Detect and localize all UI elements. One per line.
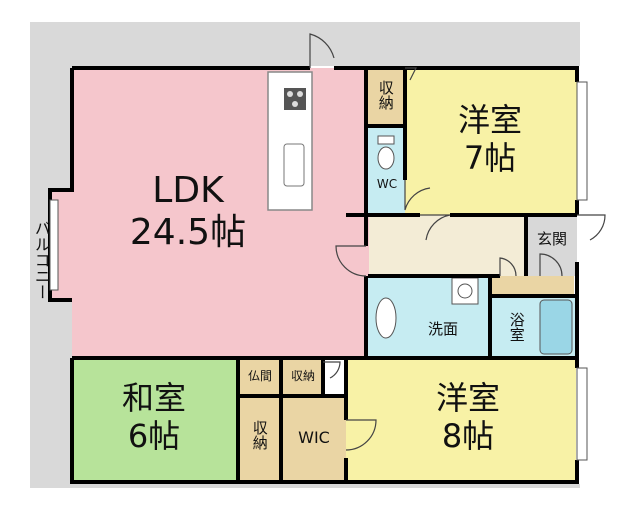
storage-low-label: 収納 bbox=[250, 420, 269, 450]
storage-mid bbox=[281, 358, 323, 396]
western8-label: 洋室 8帖 bbox=[418, 379, 518, 455]
bathtub-icon bbox=[539, 299, 573, 355]
wic-label: WIC bbox=[298, 428, 330, 447]
entrance-floor bbox=[526, 215, 577, 276]
western8-size: 8帖 bbox=[441, 416, 495, 455]
toilet-icon bbox=[377, 146, 395, 170]
door-swing bbox=[309, 33, 335, 68]
storage-top-label: 収納 bbox=[376, 80, 395, 110]
western-room-7 bbox=[405, 68, 577, 216]
western8-name: 洋室 bbox=[435, 379, 500, 417]
wc-label: WC bbox=[376, 177, 398, 191]
japanese-label: 和室 6帖 bbox=[104, 379, 204, 455]
western-room-8 bbox=[346, 358, 576, 482]
butsuma bbox=[238, 358, 281, 396]
bath-label: 浴室 bbox=[507, 312, 526, 342]
window bbox=[576, 81, 588, 201]
storage-top bbox=[368, 68, 405, 126]
western7-size: 7帖 bbox=[463, 138, 517, 177]
western7-name: 洋室 bbox=[457, 101, 522, 139]
washer-icon bbox=[451, 277, 479, 305]
butsuma-label: 仏間 bbox=[247, 369, 272, 383]
entrance-label: 玄関 bbox=[536, 230, 567, 248]
japanese-name: 和室 bbox=[121, 379, 186, 417]
western7-label: 洋室 7帖 bbox=[440, 101, 540, 177]
ldk-name: LDK bbox=[152, 170, 224, 211]
washbasin-icon bbox=[375, 297, 397, 339]
sink-icon bbox=[283, 143, 305, 187]
wic bbox=[281, 396, 346, 482]
balcony-label: バルコニー bbox=[31, 220, 51, 300]
japanese-size: 6帖 bbox=[127, 416, 181, 455]
ldk-size: 24.5帖 bbox=[129, 211, 247, 253]
washroom-label: 洗面 bbox=[427, 320, 458, 338]
japanese-room bbox=[72, 358, 238, 482]
storage-low bbox=[238, 396, 281, 482]
ldk-label: LDK 24.5帖 bbox=[118, 172, 258, 252]
storage-mid-label: 収納 bbox=[290, 369, 315, 383]
shoe-storage bbox=[492, 276, 574, 296]
